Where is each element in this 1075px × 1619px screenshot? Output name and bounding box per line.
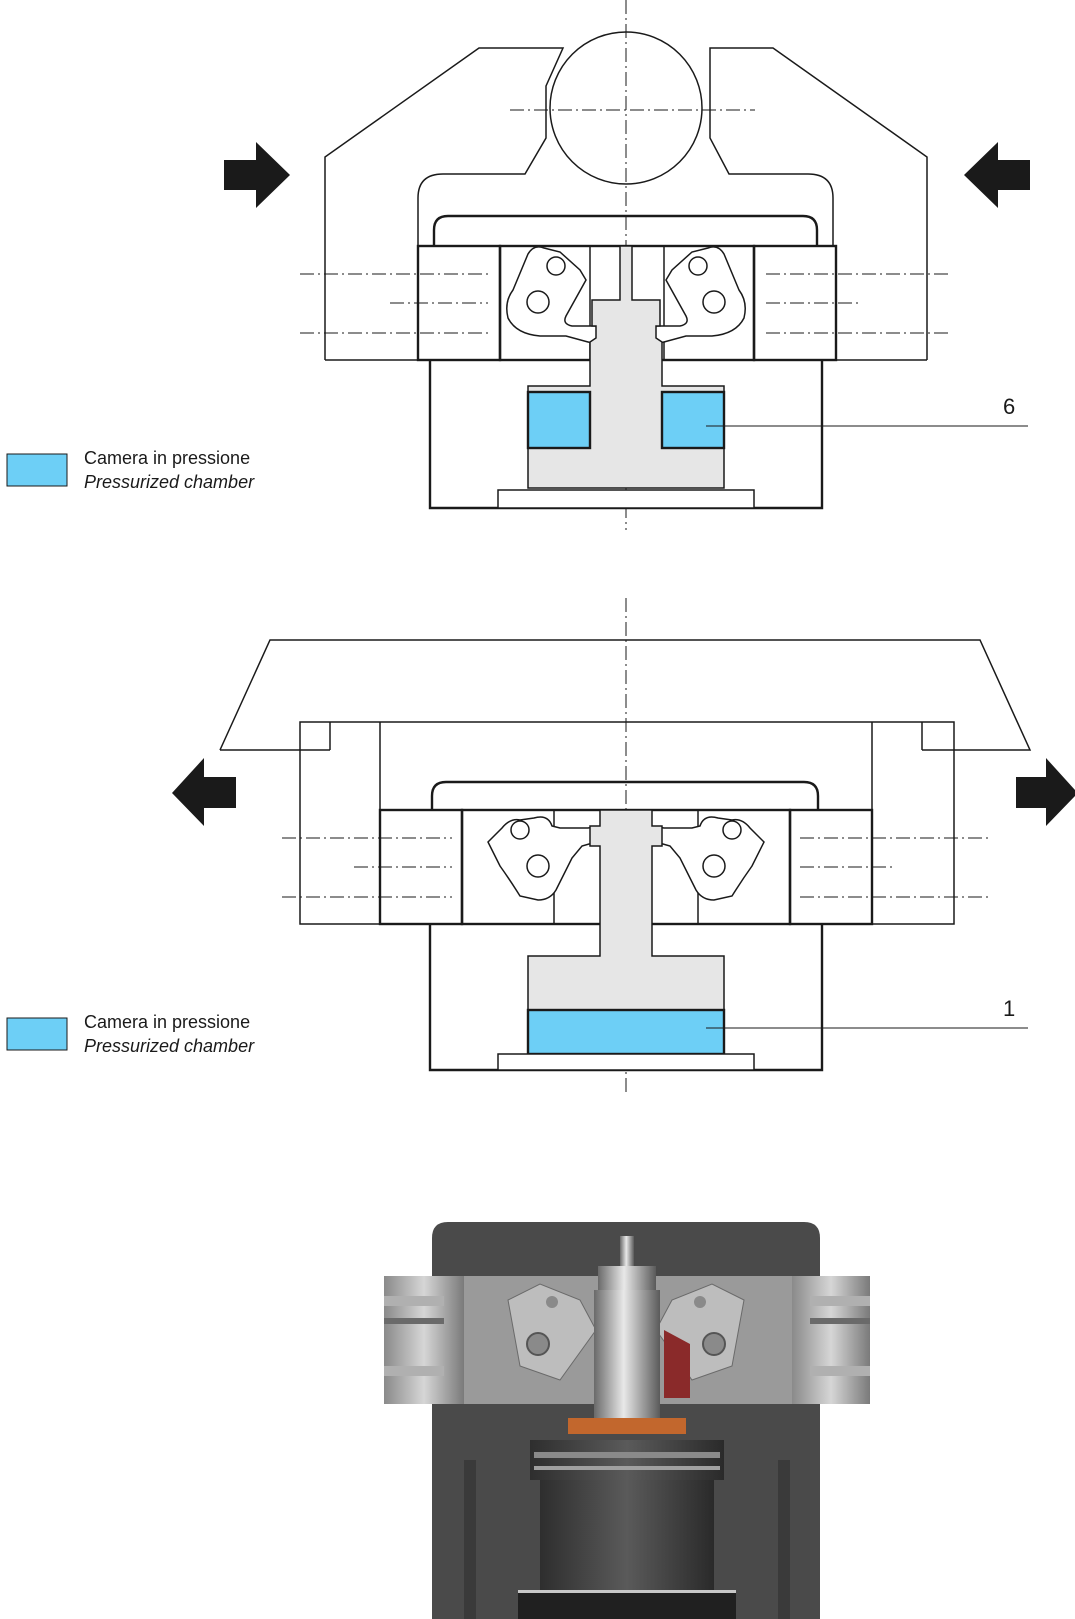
arrow-right-icon <box>1016 758 1075 826</box>
right-jaw-outline <box>709 47 928 360</box>
base-plate <box>497 489 755 509</box>
legend-label: Camera in pressione Pressurized chamber <box>84 446 254 494</box>
upper-jaw <box>219 639 1032 751</box>
right-lever <box>653 246 746 344</box>
workpiece-circle <box>549 31 703 185</box>
diagram-closed <box>300 0 1028 530</box>
left-jaw-outline <box>324 47 565 360</box>
legend-label-it: Camera in pressione <box>84 448 251 468</box>
legend-swatch <box>6 453 68 487</box>
legend-label-it: Camera in pressione <box>84 1012 251 1032</box>
right-lever <box>653 816 765 901</box>
legend-label: Camera in pressione Pressurized chamber <box>84 1010 254 1058</box>
body-top-cap <box>430 780 820 810</box>
legend-swatch <box>6 1017 68 1051</box>
diagram-open <box>219 598 1032 1095</box>
left-lever <box>487 816 599 901</box>
left-lever <box>506 246 599 344</box>
base-plate <box>497 1053 755 1071</box>
arrow-right-icon <box>224 142 290 208</box>
chamber-left <box>526 390 592 450</box>
body-top-cap <box>432 214 819 246</box>
legend-label-en: Pressurized chamber <box>84 472 255 492</box>
callout-number: 1 <box>1003 996 1016 1021</box>
arrow-left-icon <box>172 758 236 826</box>
arrow-left-icon <box>964 142 1030 208</box>
cutaway-render-image <box>384 1222 870 1619</box>
chamber-right <box>660 390 726 450</box>
chamber-bottom <box>526 1008 726 1056</box>
legend-label-en: Pressurized chamber <box>84 1036 255 1056</box>
callout-number: 6 <box>1003 394 1016 419</box>
